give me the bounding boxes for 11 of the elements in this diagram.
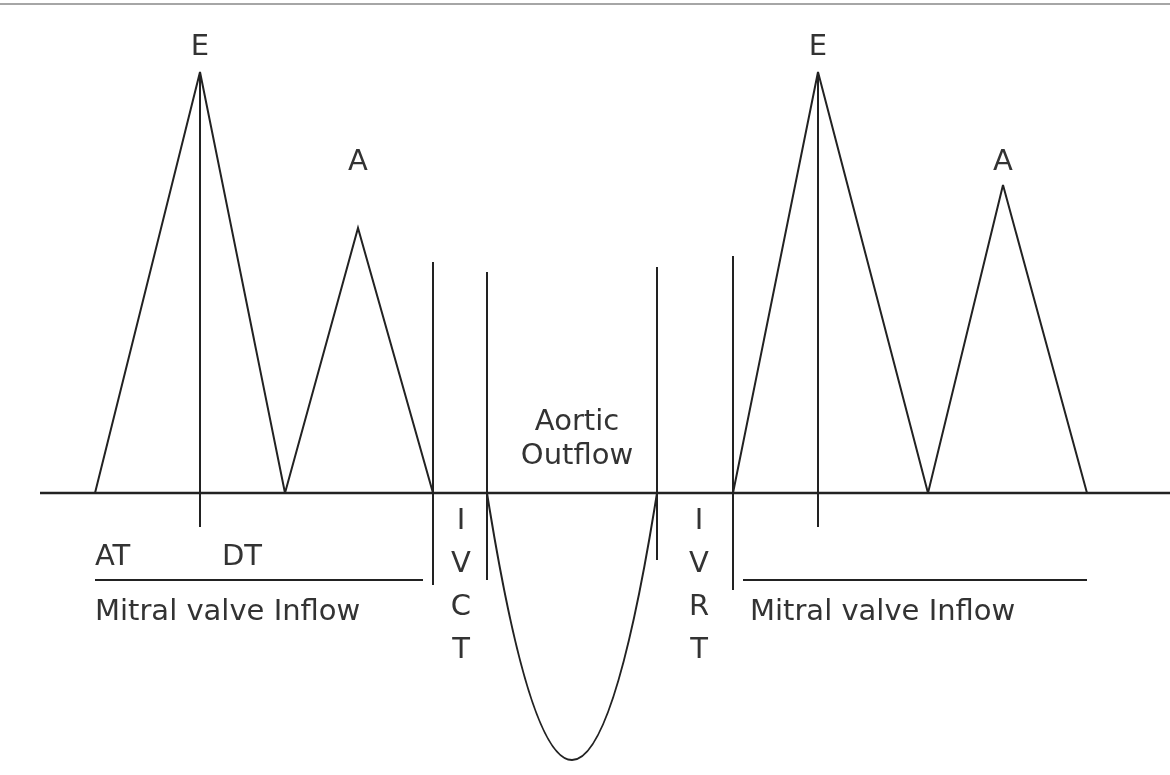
interval-label: IVRT	[687, 501, 711, 667]
peak-label: A	[348, 143, 368, 177]
interval-label: DT	[222, 538, 263, 572]
interval-label: IVCT	[449, 501, 473, 667]
peak-label: A	[993, 143, 1013, 177]
peak-label: E	[190, 28, 210, 62]
peak-label: E	[808, 28, 828, 62]
phase-label: Mitral valve Inflow	[95, 593, 361, 627]
phase-label: Mitral valve Inflow	[750, 593, 1016, 627]
interval-label: AT	[95, 538, 131, 572]
waveform-label: Aortic Outflow	[519, 403, 635, 471]
